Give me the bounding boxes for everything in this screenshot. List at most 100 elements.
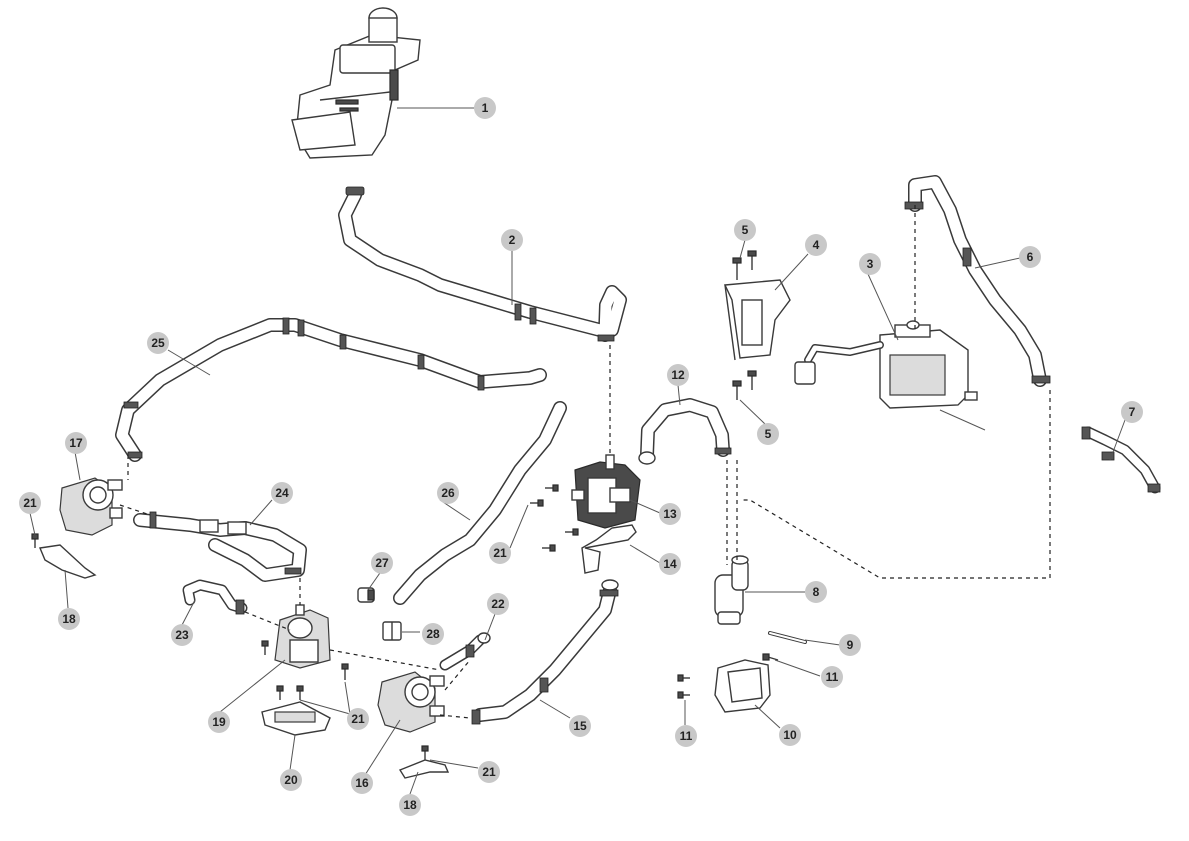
callout-8: 8 [805,581,827,603]
svg-text:11: 11 [680,729,693,743]
svg-text:6: 6 [1027,250,1034,264]
clamp-bracket-10 [714,659,771,713]
bracket-14 [581,524,637,574]
callout-15: 15 [569,715,591,737]
callout-18-bottom: 18 [399,794,421,816]
svg-text:5: 5 [742,223,749,237]
svg-text:12: 12 [671,368,685,382]
callout-27: 27 [371,552,393,574]
svg-text:8: 8 [813,585,820,599]
svg-text:18: 18 [403,798,417,812]
callout-26: 26 [437,482,459,504]
svg-text:26: 26 [441,486,455,500]
svg-text:19: 19 [212,715,226,729]
svg-text:1: 1 [482,101,489,115]
callout-25: 25 [147,332,169,354]
callout-13: 13 [659,503,681,525]
bolts-21-left [31,533,429,760]
pump-16 [377,671,445,733]
hose-7 [1081,426,1161,494]
hose-2 [338,186,627,342]
callout-11-left: 11 [675,725,697,747]
callout-11-right: 11 [821,666,843,688]
svg-text:21: 21 [23,496,37,510]
svg-text:10: 10 [783,728,797,742]
svg-text:25: 25 [151,336,165,350]
bolts-21-center [530,484,579,552]
svg-text:5: 5 [765,427,772,441]
svg-text:21: 21 [351,712,365,726]
valve-13 [571,454,641,529]
callout-1: 1 [474,97,496,119]
callout-16: 16 [351,772,373,794]
svg-text:23: 23 [175,628,189,642]
hose-15 [471,579,619,725]
svg-text:24: 24 [275,486,289,500]
callout-14: 14 [659,553,681,575]
flow-lines [119,205,1051,719]
callout-9: 9 [839,634,861,656]
callout-24: 24 [271,482,293,504]
svg-text:11: 11 [826,670,839,684]
callout-28: 28 [422,623,444,645]
leader-lines [29,107,1126,795]
expansion-tank [291,7,421,159]
connector-8 [714,555,749,625]
heater-unit-3 [794,320,986,431]
bracket-4 [723,279,791,361]
svg-text:13: 13 [663,507,677,521]
valve-19 [274,604,331,669]
callout-6: 6 [1019,246,1041,268]
callout-21-bottom: 21 [478,761,500,783]
hose-23 [182,579,248,615]
svg-text:22: 22 [491,597,505,611]
part-28 [382,621,402,641]
bolts-11 [677,653,779,699]
part-27 [357,587,375,603]
hose-25 [115,317,547,462]
callout-5-bottom: 5 [757,423,779,445]
callout-4: 4 [805,234,827,256]
callout-21-center: 21 [489,542,511,564]
callout-23: 23 [171,624,193,646]
callout-20: 20 [280,769,302,791]
hose-24 [133,511,307,582]
svg-text:3: 3 [867,257,874,271]
bolts-5 [732,250,757,400]
svg-text:21: 21 [493,546,507,560]
pump-17 [59,477,123,536]
hose-22 [439,632,491,671]
svg-text:20: 20 [284,773,298,787]
svg-text:27: 27 [375,556,389,570]
pin-9 [768,631,807,644]
svg-text:18: 18 [62,612,76,626]
svg-text:16: 16 [355,776,369,790]
svg-text:28: 28 [426,627,440,641]
callout-22: 22 [487,593,509,615]
callout-2: 2 [501,229,523,251]
hose-26 [393,401,567,605]
svg-text:2: 2 [509,233,516,247]
callout-17: 17 [65,432,87,454]
callout-3: 3 [859,253,881,275]
bracket-18-bottom [398,759,450,779]
svg-text:7: 7 [1129,405,1136,419]
callout-12: 12 [667,364,689,386]
callout-10: 10 [779,724,801,746]
svg-text:9: 9 [847,638,854,652]
svg-text:21: 21 [482,765,496,779]
svg-text:17: 17 [69,436,83,450]
callout-19: 19 [208,711,230,733]
callout-21-lower: 21 [347,708,369,730]
callout-18-left: 18 [58,608,80,630]
callout-7: 7 [1121,401,1143,423]
callout-5-top: 5 [734,219,756,241]
svg-text:15: 15 [573,719,587,733]
bracket-18-left [39,544,97,579]
bracket-20 [261,701,331,736]
hose-6 [904,175,1051,387]
svg-text:14: 14 [663,557,677,571]
callout-21-left: 21 [19,492,41,514]
svg-text:4: 4 [813,238,820,252]
